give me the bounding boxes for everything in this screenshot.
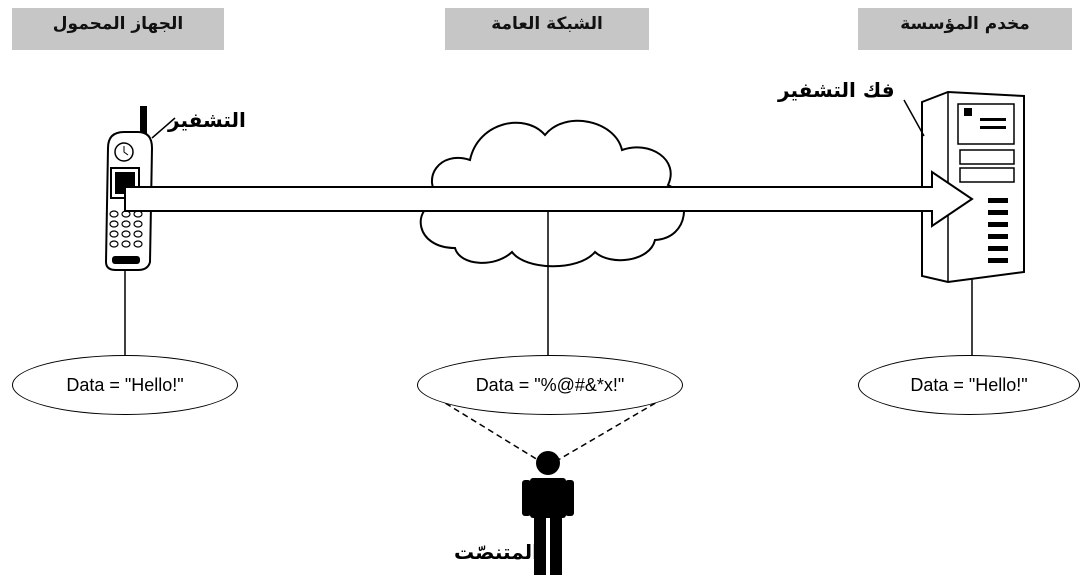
eavesdrop-line-right <box>557 397 665 461</box>
receiver-data-text: Data = "Hello!" <box>910 374 1028 395</box>
network-data-text: Data = "%@#&*x!" <box>475 374 625 395</box>
eavesdropper-label: المتنصّت <box>454 540 539 564</box>
encryption-label: التشفير <box>168 108 246 132</box>
decryption-label: فك التشفير <box>778 78 895 102</box>
header-public-network-label: الشبكة العامة <box>491 14 603 34</box>
header-public-network: الشبكة العامة <box>445 8 649 50</box>
header-mobile-device-label: الجهاز المحمول <box>52 14 184 34</box>
receiver-data-bubble: Data = "Hello!" <box>858 355 1080 415</box>
header-enterprise-server: مخدم المؤسسة <box>858 8 1072 50</box>
header-enterprise-server-label: مخدم المؤسسة <box>900 14 1030 34</box>
network-data-bubble: Data = "%@#&*x!" <box>417 355 683 415</box>
sender-data-bubble: Data = "Hello!" <box>12 355 238 415</box>
person-icon <box>522 451 574 575</box>
header-mobile-device: الجهاز المحمول <box>12 8 224 50</box>
sender-data-text: Data = "Hello!" <box>66 374 184 395</box>
data-flow-arrow <box>124 170 974 228</box>
